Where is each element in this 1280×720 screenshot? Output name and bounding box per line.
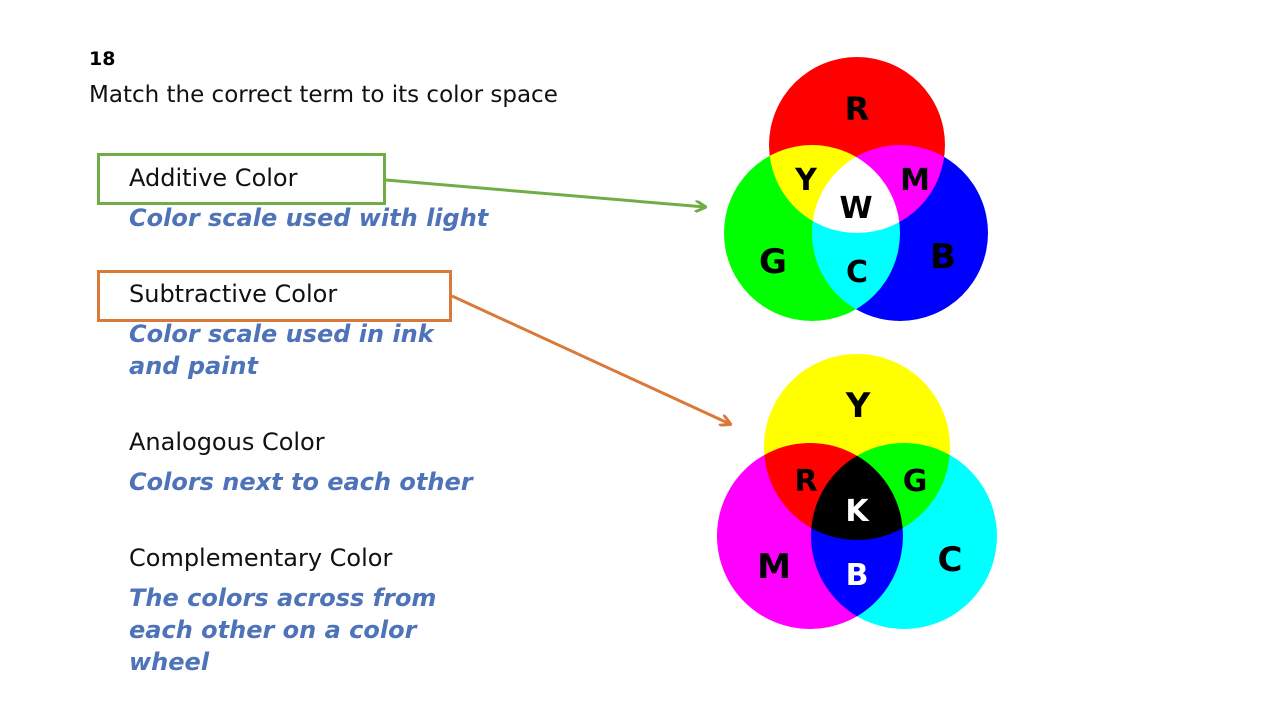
blue-circle <box>812 145 988 321</box>
instruction-text: Match the correct term to its color spac… <box>89 82 558 108</box>
additive-label-bottom: C <box>846 255 868 290</box>
term-subtractive: Subtractive Color <box>129 280 338 308</box>
additive-term-box <box>97 153 386 205</box>
subtractive-label-top-right: G <box>903 464 928 499</box>
additive-arrow <box>385 178 705 207</box>
additive-venn-diagram: R Y M W G B C <box>724 57 988 321</box>
definition-subtractive: Color scale used in ink and paint <box>129 320 434 380</box>
subtractive-label-top: Y <box>845 386 871 426</box>
subtractive-label-bottom: B <box>846 558 869 593</box>
subtractive-arrow <box>451 294 730 424</box>
additive-label-top-right: M <box>900 163 930 198</box>
definition-complementary: The colors across from each other on a c… <box>129 584 437 676</box>
additive-label-center: W <box>839 191 872 226</box>
slide-number: 18 <box>89 48 116 70</box>
additive-label-top-left: Y <box>794 163 818 198</box>
subtractive-label-right: C <box>938 540 963 580</box>
cyan-circle <box>811 443 997 629</box>
additive-label-top: R <box>845 90 870 128</box>
definition-additive: Color scale used with light <box>129 204 489 232</box>
term-additive: Additive Color <box>129 164 298 192</box>
subtractive-label-top-left: R <box>794 464 817 499</box>
additive-label-left: G <box>759 242 787 282</box>
subtractive-label-center: K <box>845 494 870 529</box>
term-analogous: Analogous Color <box>129 428 325 456</box>
subtractive-venn-diagram: Y R G K M C B <box>717 354 997 629</box>
subtractive-term-box <box>97 270 452 322</box>
definition-analogous: Colors next to each other <box>129 468 473 496</box>
term-complementary: Complementary Color <box>129 544 393 572</box>
subtractive-label-left: M <box>757 547 791 587</box>
additive-label-right: B <box>930 237 956 277</box>
